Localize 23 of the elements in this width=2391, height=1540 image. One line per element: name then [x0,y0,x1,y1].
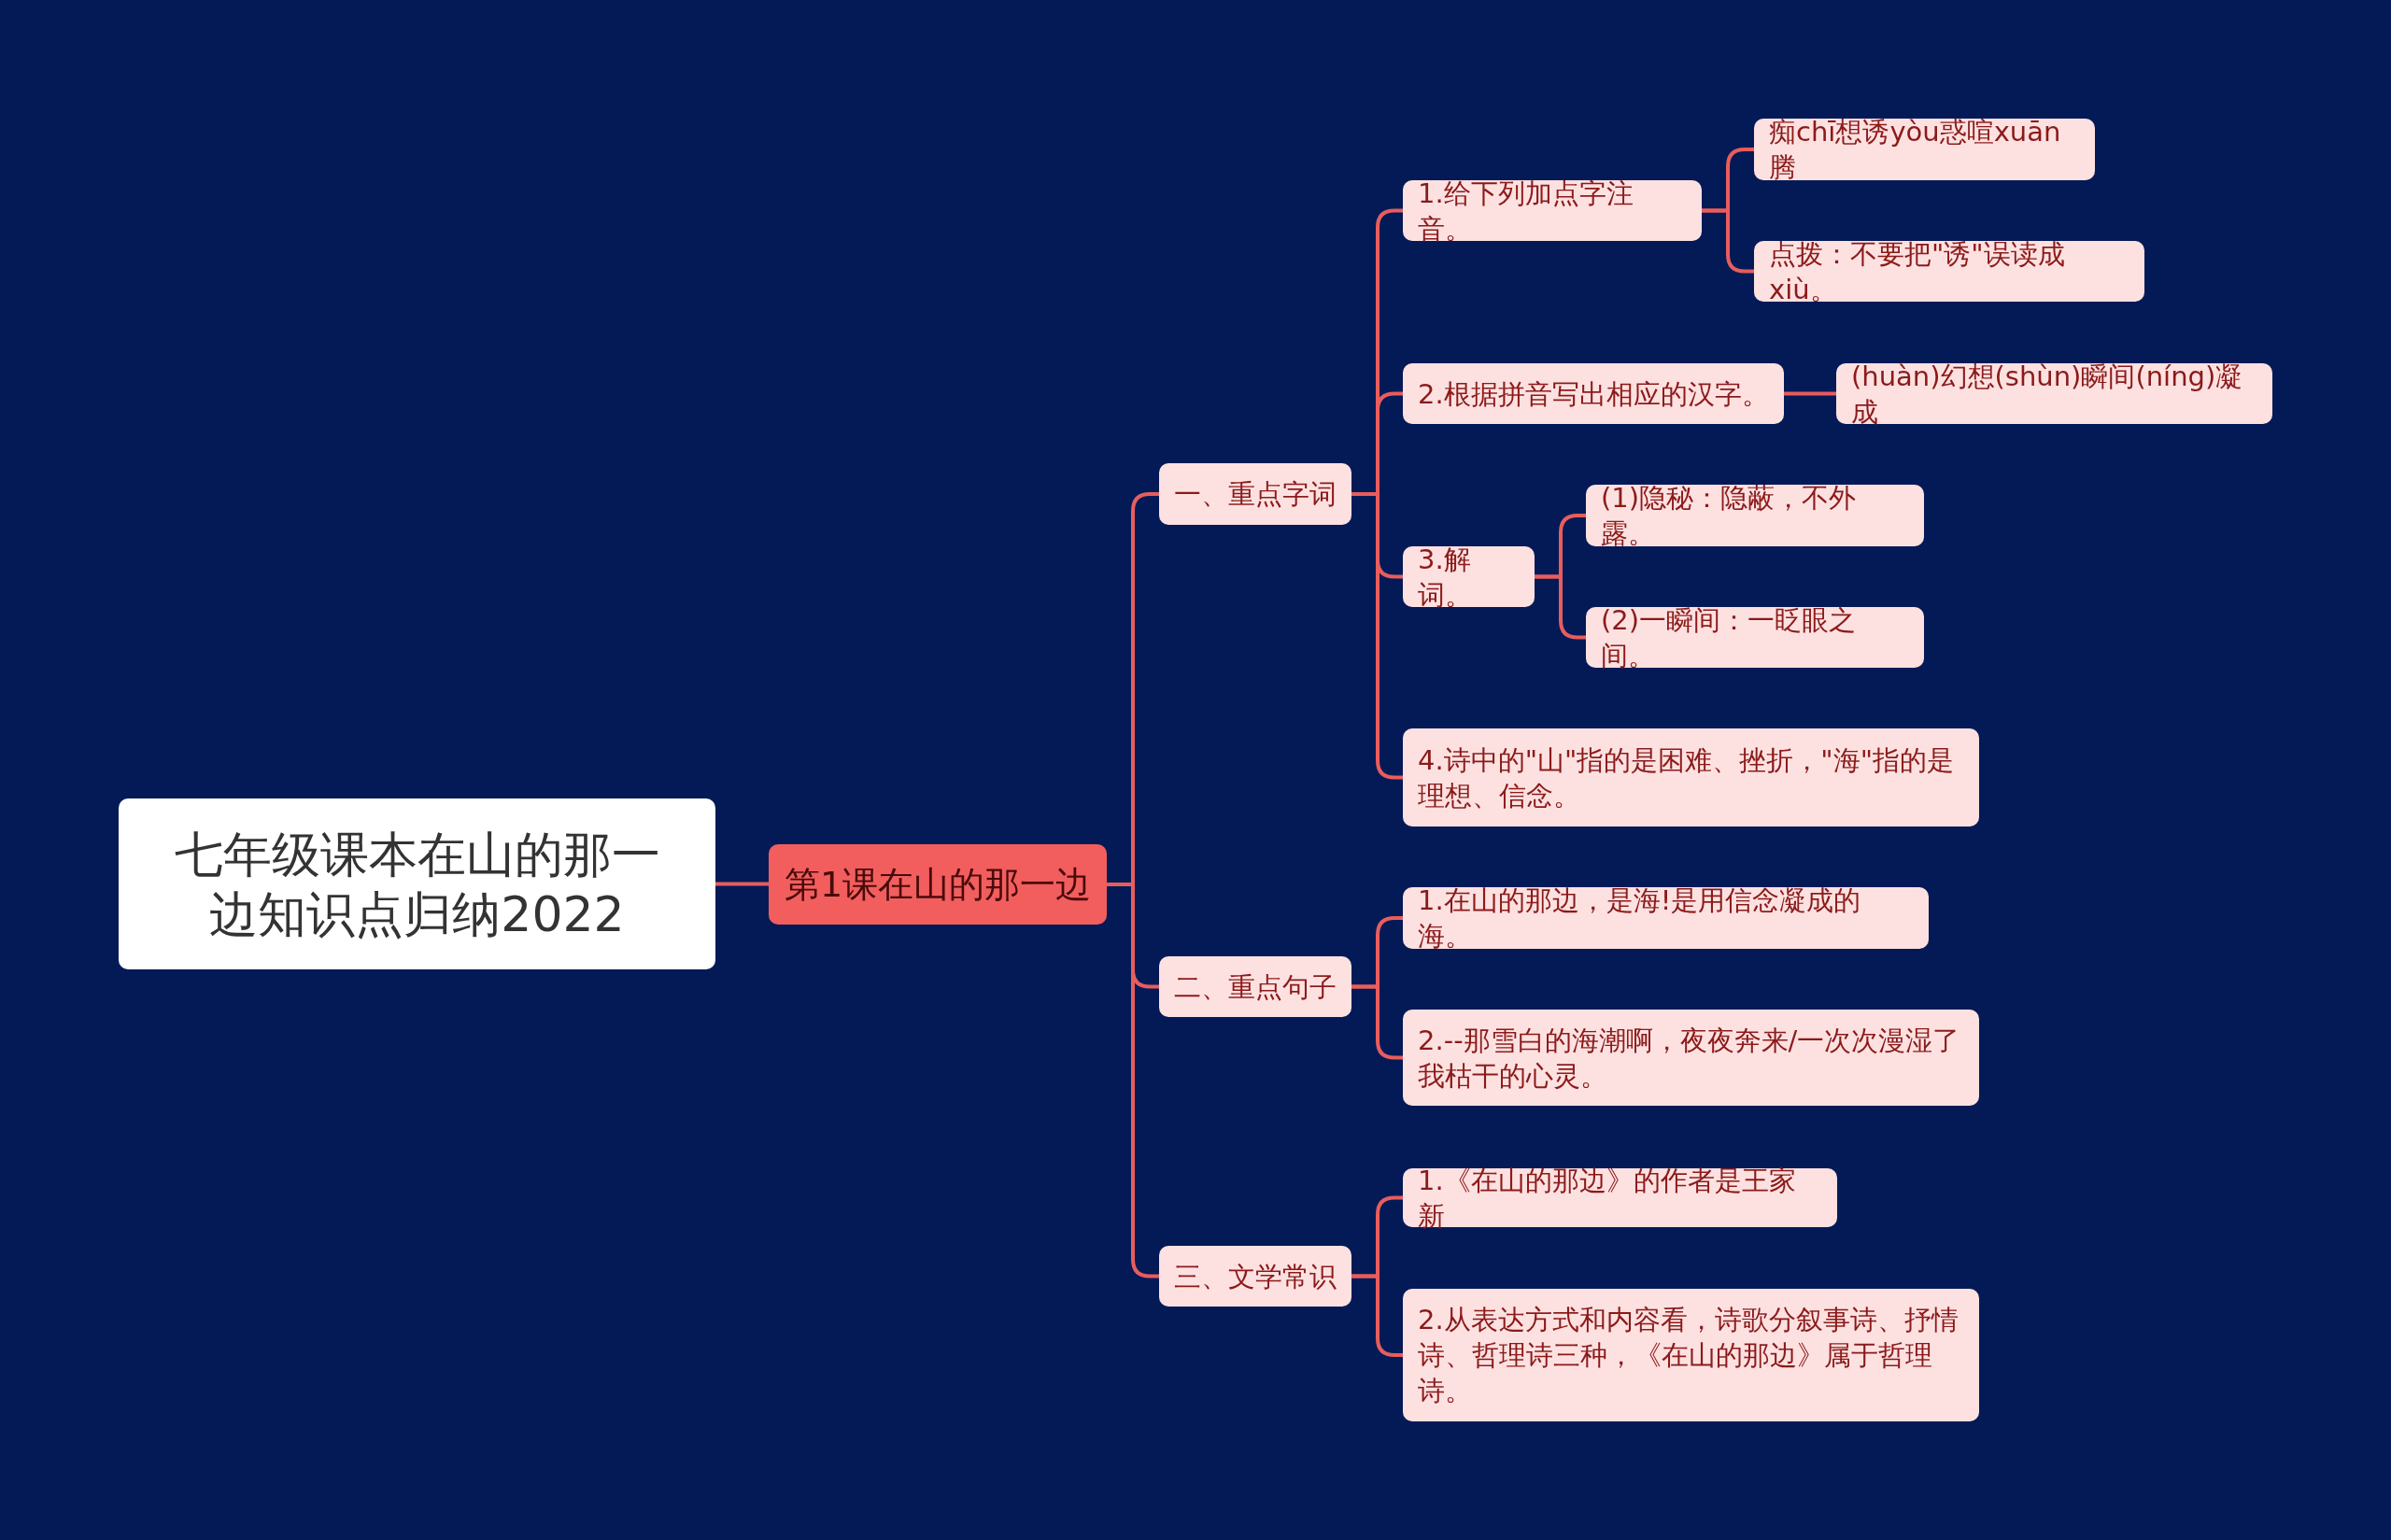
subtopic-box: 3.解词。 [1403,546,1535,607]
subtopic-box: 1.《在山的那边》的作者是王家新 [1403,1168,1837,1227]
subtopic-box: 1.给下列加点字注音。 [1403,180,1702,241]
subtopic-box: 二、重点句子 [1159,956,1351,1017]
subtopic-box: 三、文学常识 [1159,1246,1351,1307]
subtopic-box: 1.在山的那边，是海!是用信念凝成的海。 [1403,887,1929,949]
subtopic-box: (2)一瞬间：一眨眼之间。 [1586,607,1924,668]
connector-line [1351,1274,1403,1357]
connector-line [1351,984,1403,1060]
subtopic-box: 一、重点字词 [1159,463,1351,525]
connector-line [715,882,769,886]
subtopic-box: 2.根据拼音写出相应的汉字。 [1403,363,1784,424]
connector-line [1784,391,1836,396]
subtopic-box: 2.--那雪白的海潮啊，夜夜奔来/一次次漫湿了我枯干的心灵。 [1403,1010,1979,1106]
subtopic-box: (1)隐秘：隐蔽，不外露。 [1586,485,1924,546]
connector-line [1535,574,1586,640]
subtopic-box: 2.从表达方式和内容看，诗歌分叙事诗、抒情诗、哲理诗三种，《在山的那边》属于哲理诗。 [1403,1289,1979,1421]
topic-box: 第1课在山的那一边 [769,844,1107,925]
subtopic-box: (huàn)幻想(shùn)瞬间(níng)凝成 [1836,363,2272,424]
subtopic-box: 4.诗中的"山"指的是困难、挫折，"海"指的是理想、信念。 [1403,728,1979,827]
title-box: 七年级课本在山的那一边知识点归纳2022 [119,798,715,969]
subtopic-box: 痴chī想诱yòu惑喧xuān腾 [1754,119,2095,180]
subtopic-box: 点拨：不要把"诱"误读成xiù。 [1754,241,2144,302]
